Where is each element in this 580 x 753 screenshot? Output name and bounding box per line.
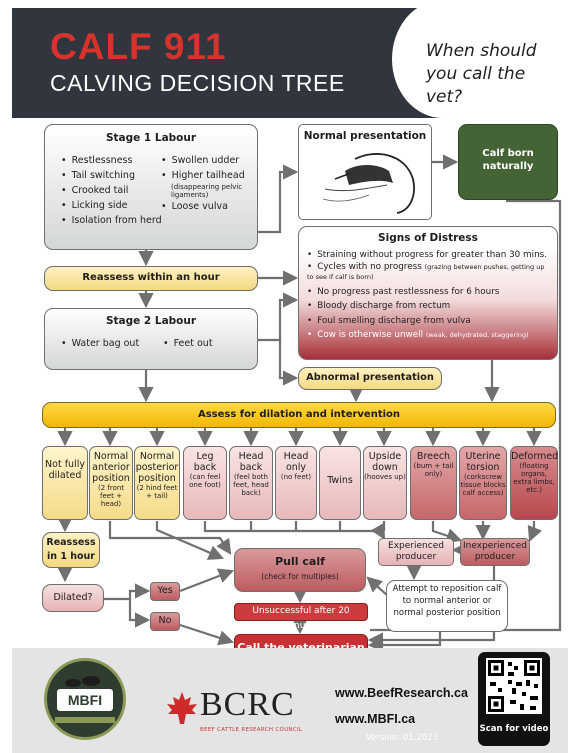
option-normal-anterior: Normal anterior position(2 front feet + … [89,446,133,520]
stage2-box: Stage 2 Labour Water bag out Feet out [44,308,258,370]
maple-leaf-icon [167,692,197,724]
list-item: Water bag out [61,336,140,351]
list-item: Swollen udder [161,153,257,168]
stage2-list-left: Water bag out [61,336,140,351]
assess-dilation-bar: Assess for dilation and intervention [42,402,556,428]
reassess-1-hour-box: Reassess in 1 hour [42,532,100,568]
list-item: No progress past restlessness for 6 hour… [307,285,551,299]
version-label: Version: 01.2023 [366,733,438,743]
bcrc-subtitle: BEEF CATTLE RESEARCH COUNCIL [200,727,303,733]
calf-born-box: Calf born naturally [458,124,558,200]
list-item: Bloody discharge from rectum [307,299,551,313]
option-twins: Twins [319,446,361,520]
list-item: Crooked tail [61,183,162,198]
option-leg-back: Leg back(can feel one foot) [183,446,227,520]
list-item: Cow is otherwise unwell (weak, dehydrate… [307,328,551,342]
page-title: CALF 911 [50,26,227,67]
list-item: Tail switching [61,168,162,183]
no-box: No [150,612,180,631]
signs-of-distress-box: Signs of Distress Straining without prog… [298,226,558,360]
option-upside-down: Upside down(hooves up) [363,446,407,520]
option-deformed: Deformed(floating organs, extra limbs, e… [510,446,558,520]
qr-code-panel[interactable]: Scan for video [478,652,550,746]
pull-calf-box: Pull calf (check for multiples) [234,548,366,592]
mbfi-label: MBFI [57,689,113,711]
option-normal-posterior: Normal posterior position(2 hind feet + … [134,446,180,520]
bcrc-logo-text: BCRC [200,686,295,723]
header-wave [392,0,580,118]
list-item: Restlessness [61,153,162,168]
page-subtitle: CALVING DECISION TREE [50,70,345,96]
stage2-list-right: Feet out [163,336,213,351]
list-item: Foul smelling discharge from vulva [307,314,551,328]
scan-for-video-label: Scan for video [479,724,549,734]
option-breech: Breech(bum + tail only) [410,446,457,520]
option-head-back: Head back(feel both feet, head back) [229,446,273,520]
header-question: When should you call the vet? [426,41,537,107]
option-not-fully-dilated: Not fully dilated [42,446,88,520]
list-item: Higher tailhead(disappearing pelvic liga… [161,168,257,199]
list-item: Feet out [163,336,213,351]
stage1-title: Stage 1 Labour [105,132,197,144]
beefresearch-link[interactable]: www.BeefResearch.ca [335,686,468,700]
mbfi-cattle-icon [55,676,115,723]
calf-presentation-illustration [322,153,415,214]
tailhead-note: (disappearing pelvic ligaments) [171,183,243,199]
stage1-box: Stage 1 Labour Restlessness Tail switchi… [44,124,258,250]
list-item: Isolation from herd [61,213,162,228]
pull-calf-title: Pull calf [275,555,325,568]
normal-presentation-title: Normal presentation [303,130,427,142]
list-item: Licking side [61,198,162,213]
qr-code-icon[interactable] [486,658,542,714]
reposition-calf-box: Attempt to reposition calf to normal ant… [386,580,508,632]
unsuccessful-20-min-box: Unsuccessful after 20 minutes [234,603,368,631]
abnormal-presentation-box: Abnormal presentation [298,367,442,390]
normal-presentation-box: Normal presentation [298,124,432,220]
distress-list: Straining without progress for greater t… [299,248,557,342]
option-uterine-torsion: Uterine torsion(corkscrew tissue blocks … [459,446,507,520]
stage1-right-list: Swollen udder Higher tailhead(disappeari… [161,153,257,214]
dilated-question-box: Dilated? [42,584,104,612]
experienced-producer-box: Experienced producer [378,538,454,566]
reassess-hour-box: Reassess within an hour [44,266,258,291]
pull-calf-note: (check for multiples) [261,572,339,581]
yes-box: Yes [150,582,180,601]
stage1-left-list: Restlessness Tail switching Crooked tail… [61,153,162,228]
stage2-title: Stage 2 Labour [105,315,197,327]
mbfi-logo: MBFI [44,658,126,740]
mbfi-link[interactable]: www.MBFI.ca [335,712,416,726]
list-item: Loose vulva [161,199,257,214]
list-item: Straining without progress for greater t… [307,248,551,262]
inexperienced-producer-box: Inexperienced producer [460,538,530,566]
list-item: Cycles with no progress (grazing between… [307,262,551,282]
option-head-only: Head only(no feet) [275,446,317,520]
distress-title: Signs of Distress [378,232,478,244]
